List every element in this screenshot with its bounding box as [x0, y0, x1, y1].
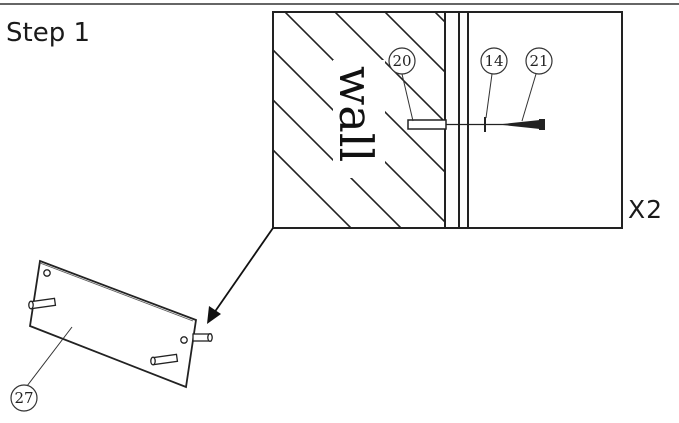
- callout-circle-27: [10, 384, 38, 412]
- detail-frame: [272, 11, 623, 229]
- callout-21: 21: [529, 52, 548, 70]
- screw: [498, 120, 540, 129]
- wall-label: wall: [329, 66, 383, 162]
- callout-circle-21: [525, 47, 553, 75]
- quantity-label: X2: [628, 195, 664, 224]
- step-title: Step 1: [6, 18, 91, 48]
- screw-head: [539, 119, 545, 130]
- detail-arrow-head: [207, 306, 221, 324]
- wall-anchor: [407, 119, 447, 130]
- callout-circle-14: [480, 47, 508, 75]
- mounting-bracket: [28, 259, 213, 389]
- callout-20: 20: [392, 52, 411, 70]
- callout-14: 14: [484, 52, 503, 70]
- detail-arrow-line: [213, 227, 274, 314]
- callout-27: 27: [14, 389, 33, 407]
- wall-hatching: [273, 12, 445, 228]
